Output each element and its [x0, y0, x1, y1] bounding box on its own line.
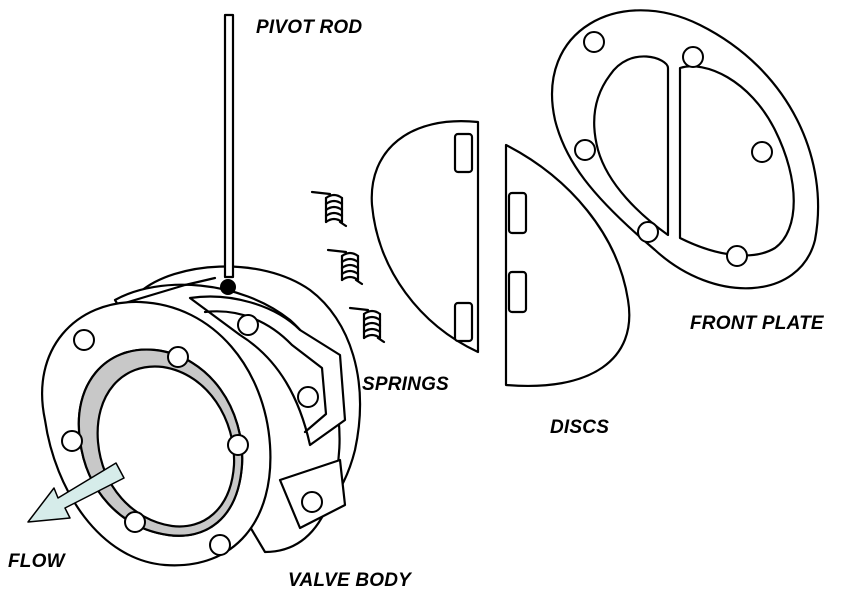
label-front-plate: FRONT PLATE	[690, 313, 824, 334]
valve-flange-hole-2	[167, 346, 189, 368]
front-plate-hole-2	[682, 46, 704, 68]
label-valve-body: VALVE BODY	[288, 570, 412, 591]
label-flow: FLOW	[8, 551, 65, 572]
front-plate-hole-5	[637, 221, 659, 243]
valve-flange-hole-3	[61, 430, 83, 452]
front-plate-hole-3	[574, 139, 596, 161]
valve-flange-hole-1	[73, 329, 95, 351]
pivot-rod	[220, 13, 236, 295]
valve-body-hole-2	[297, 386, 319, 408]
valve-body-hole-1	[237, 314, 259, 336]
front-plate-hole-4	[751, 141, 773, 163]
pivot-rod-hole	[220, 279, 236, 295]
front-plate	[551, 9, 820, 290]
label-springs: SPRINGS	[362, 374, 449, 395]
valve-body	[41, 265, 362, 567]
spring-3	[348, 306, 386, 344]
disc-right-hinge-top	[507, 191, 528, 235]
valve-flange-hole-4	[227, 434, 249, 456]
flow-arrow	[27, 462, 125, 523]
valve-flange-hole-5	[124, 511, 146, 533]
disc-left	[370, 120, 480, 354]
front-plate-hole-1	[583, 31, 605, 53]
disc-left-hinge-top	[453, 132, 474, 174]
disc-left-hinge-bottom	[453, 301, 474, 343]
spring-1	[310, 190, 348, 228]
label-pivot-rod: PIVOT ROD	[256, 17, 363, 38]
front-plate-hole-6	[726, 245, 748, 267]
label-discs: DISCS	[550, 417, 610, 438]
spring-2	[326, 248, 364, 286]
valve-body-hole-3	[301, 491, 323, 513]
disc-right	[504, 143, 631, 387]
disc-right-hinge-bottom	[507, 270, 528, 314]
valve-flange-hole-6	[209, 534, 231, 556]
